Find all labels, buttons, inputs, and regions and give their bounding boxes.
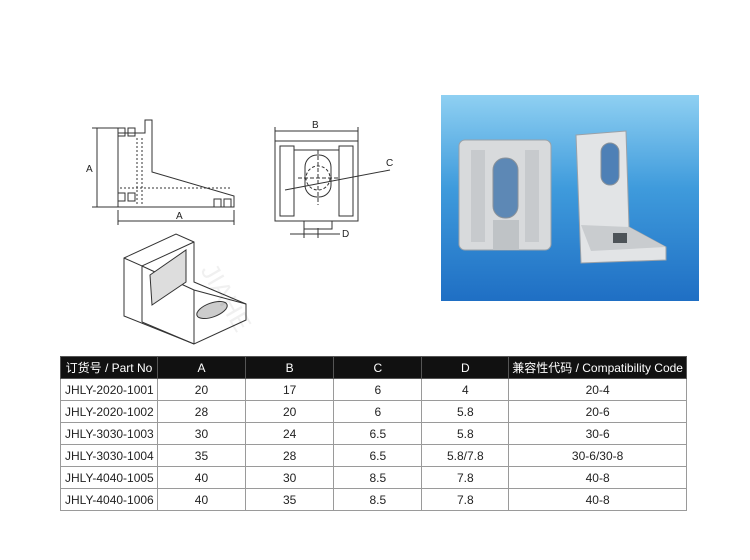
cell-part-no: JHLY-4040-1006 xyxy=(60,488,158,511)
header-b: B xyxy=(245,356,335,379)
spec-table: 订货号 / Part No A B C D 兼容性代码 / Compatibil… xyxy=(60,356,687,511)
table-header-row: 订货号 / Part No A B C D 兼容性代码 / Compatibil… xyxy=(60,356,687,379)
cell-c: 8.5 xyxy=(333,488,423,511)
cell-part-no: JHLY-3030-1003 xyxy=(60,422,158,445)
cell-a: 40 xyxy=(156,466,247,489)
cell-d: 5.8 xyxy=(421,422,510,445)
table-row: JHLY-4040-1005 40 30 8.5 7.8 40-8 xyxy=(60,466,687,489)
cell-b: 35 xyxy=(245,488,335,511)
cell-a: 20 xyxy=(156,378,247,401)
bracket-angled-image xyxy=(575,130,667,264)
header-d: D xyxy=(421,356,510,379)
front-view-drawing xyxy=(274,127,391,238)
table-row: JHLY-2020-1002 28 20 6 5.8 20-6 xyxy=(60,400,687,423)
cell-b: 30 xyxy=(245,466,335,489)
cell-d: 5.8 xyxy=(421,400,510,423)
cell-compatibility-code: 30-6/30-8 xyxy=(508,444,687,467)
cell-compatibility-code: 40-8 xyxy=(508,488,687,511)
cell-d: 7.8 xyxy=(421,488,510,511)
header-compatibility-code: 兼容性代码 / Compatibility Code xyxy=(508,356,687,379)
table-row: JHLY-4040-1006 40 35 8.5 7.8 40-8 xyxy=(60,488,687,511)
header-a: A xyxy=(156,356,247,379)
cell-a: 28 xyxy=(156,400,247,423)
cell-part-no: JHLY-3030-1004 xyxy=(60,444,158,467)
cell-part-no: JHLY-4040-1005 xyxy=(60,466,158,489)
cell-d: 5.8/7.8 xyxy=(421,444,510,467)
dim-label-a-vertical: A xyxy=(86,164,93,175)
cell-c: 6 xyxy=(333,400,423,423)
cell-b: 24 xyxy=(245,422,335,445)
cell-a: 35 xyxy=(156,444,247,467)
cell-compatibility-code: 30-6 xyxy=(508,422,687,445)
header-part-no: 订货号 / Part No xyxy=(60,356,158,379)
cell-b: 28 xyxy=(245,444,335,467)
cell-compatibility-code: 20-6 xyxy=(508,400,687,423)
table-row: JHLY-2020-1001 20 17 6 4 20-4 xyxy=(60,378,687,401)
dim-label-c: C xyxy=(386,158,393,169)
cell-c: 6.5 xyxy=(333,444,423,467)
cell-d: 7.8 xyxy=(421,466,510,489)
cell-d: 4 xyxy=(421,378,510,401)
dim-label-a-horizontal: A xyxy=(176,211,183,222)
cell-c: 6.5 xyxy=(333,422,423,445)
cell-compatibility-code: 20-4 xyxy=(508,378,687,401)
isometric-view-drawing xyxy=(123,233,247,345)
technical-drawings: A A B C D JIAHE xyxy=(86,119,393,345)
cell-b: 17 xyxy=(245,378,335,401)
cell-c: 8.5 xyxy=(333,466,423,489)
cell-c: 6 xyxy=(333,378,423,401)
product-photo xyxy=(441,95,699,301)
bracket-front-image xyxy=(458,139,552,251)
cell-a: 30 xyxy=(156,422,247,445)
dim-label-d: D xyxy=(342,229,349,240)
table-row: JHLY-3030-1003 30 24 6.5 5.8 30-6 xyxy=(60,422,687,445)
header-c: C xyxy=(333,356,423,379)
dim-label-b: B xyxy=(312,120,319,131)
cell-compatibility-code: 40-8 xyxy=(508,466,687,489)
cell-part-no: JHLY-2020-1002 xyxy=(60,400,158,423)
cell-b: 20 xyxy=(245,400,335,423)
cell-a: 40 xyxy=(156,488,247,511)
side-view-drawing xyxy=(92,119,235,225)
cell-part-no: JHLY-2020-1001 xyxy=(60,378,158,401)
table-row: JHLY-3030-1004 35 28 6.5 5.8/7.8 30-6/30… xyxy=(60,444,687,467)
